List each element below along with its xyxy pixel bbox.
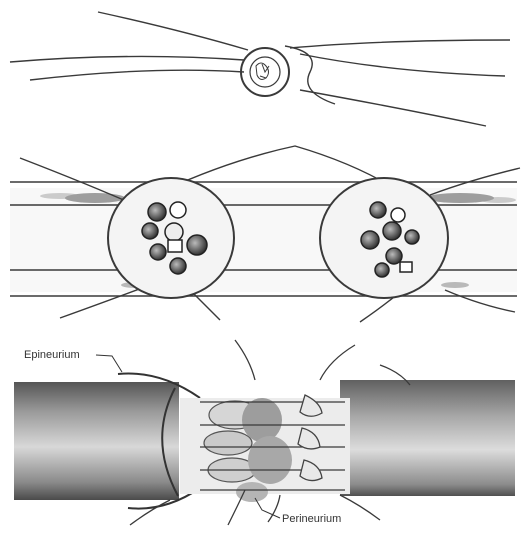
cross-section-right bbox=[320, 178, 448, 298]
panel-top bbox=[10, 12, 510, 126]
nerve-edge-bottom-left bbox=[30, 70, 244, 80]
panel-middle bbox=[10, 146, 520, 322]
fascicle-bundles-center bbox=[180, 395, 350, 502]
epineurium-label: Epineurium bbox=[24, 349, 80, 361]
nerve-edge-upper-right bbox=[290, 40, 510, 48]
panel-bottom: Epineurium Perineurium bbox=[14, 340, 515, 525]
nerve-edge-mid-right bbox=[300, 54, 505, 76]
suture-thread-7 bbox=[445, 290, 515, 312]
nerve-edge-lower-right bbox=[300, 90, 486, 126]
nerve-edge-lower-left bbox=[10, 56, 244, 62]
nerve-edge-upper-left bbox=[98, 12, 248, 50]
right-nerve-stump bbox=[340, 380, 515, 496]
epineurium-leader-line bbox=[96, 355, 122, 372]
left-nerve-stump bbox=[14, 382, 179, 500]
perineurium-label: Perineurium bbox=[282, 513, 341, 525]
